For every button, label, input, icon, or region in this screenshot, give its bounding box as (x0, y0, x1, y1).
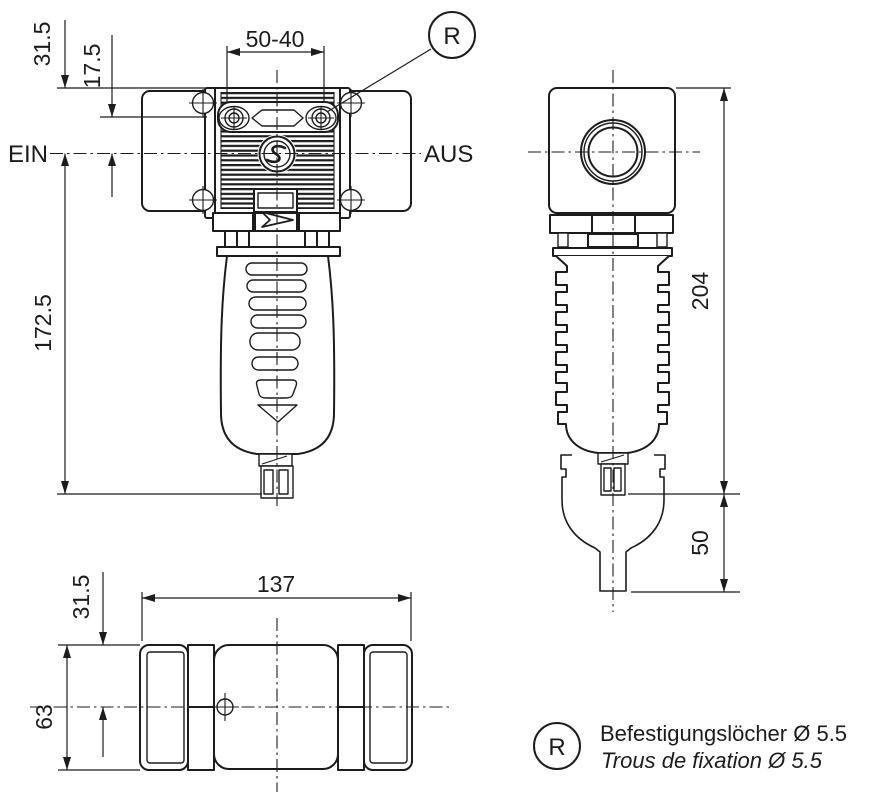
dim-front-172-5: 172.5 (30, 153, 262, 495)
callout-r-circle (428, 11, 476, 59)
dim-top-31-5: 31.5 (68, 572, 107, 757)
callout-r: R (326, 11, 476, 113)
legend-r-symbol: R (548, 734, 565, 761)
dim-front-17-5: 17.5 (79, 35, 207, 197)
dim-label-front-50-40: 50-40 (246, 26, 305, 52)
dim-top-137: 137 (141, 571, 412, 641)
nameplate-window (253, 188, 298, 213)
corner-hole-bottom-right (337, 186, 365, 214)
mounting-slot-band (217, 101, 339, 133)
dim-label-side-204: 204 (687, 272, 713, 311)
side-view: 204 50 (528, 70, 740, 612)
side-neck (549, 214, 674, 257)
dim-label-front-172-5: 172.5 (30, 294, 56, 352)
corner-hole-top-left (189, 89, 217, 117)
dim-label-front-31-5: 31.5 (29, 22, 55, 67)
corner-hole-bottom-left (189, 186, 217, 214)
bowl-ring (216, 246, 341, 257)
dim-front-31-5: 31.5 (29, 20, 215, 166)
outlet-label: AUS (424, 141, 473, 168)
legend: R Befestigungslöcher Ø 5.5 Trous de fixa… (533, 721, 847, 773)
dim-label-top-63: 63 (31, 704, 57, 730)
dim-side-204: 204 (628, 87, 740, 495)
dim-label-front-17-5: 17.5 (79, 44, 105, 89)
dim-front-50-40: 50-40 (226, 26, 325, 102)
inlet-label: EIN (8, 141, 48, 168)
dim-side-50: 50 (631, 494, 740, 593)
legend-r-circle (533, 722, 581, 770)
dim-label-top-137: 137 (257, 571, 295, 597)
dim-label-side-50: 50 (687, 530, 713, 556)
legend-text-german: Befestigungslöcher Ø 5.5 (600, 721, 847, 746)
bowl-sight-slots (245, 262, 308, 423)
front-view: 31.5 17.5 50-40 172.5 EIN AU (8, 11, 476, 508)
legend-text-french: Trous de fixation Ø 5.5 (601, 748, 823, 773)
dim-label-top-31-5: 31.5 (68, 575, 94, 620)
drain-valve (258, 453, 294, 499)
callout-r-label: R (443, 23, 460, 50)
dim-top-63: 63 (31, 644, 140, 771)
top-view: 137 31.5 63 (30, 571, 452, 792)
